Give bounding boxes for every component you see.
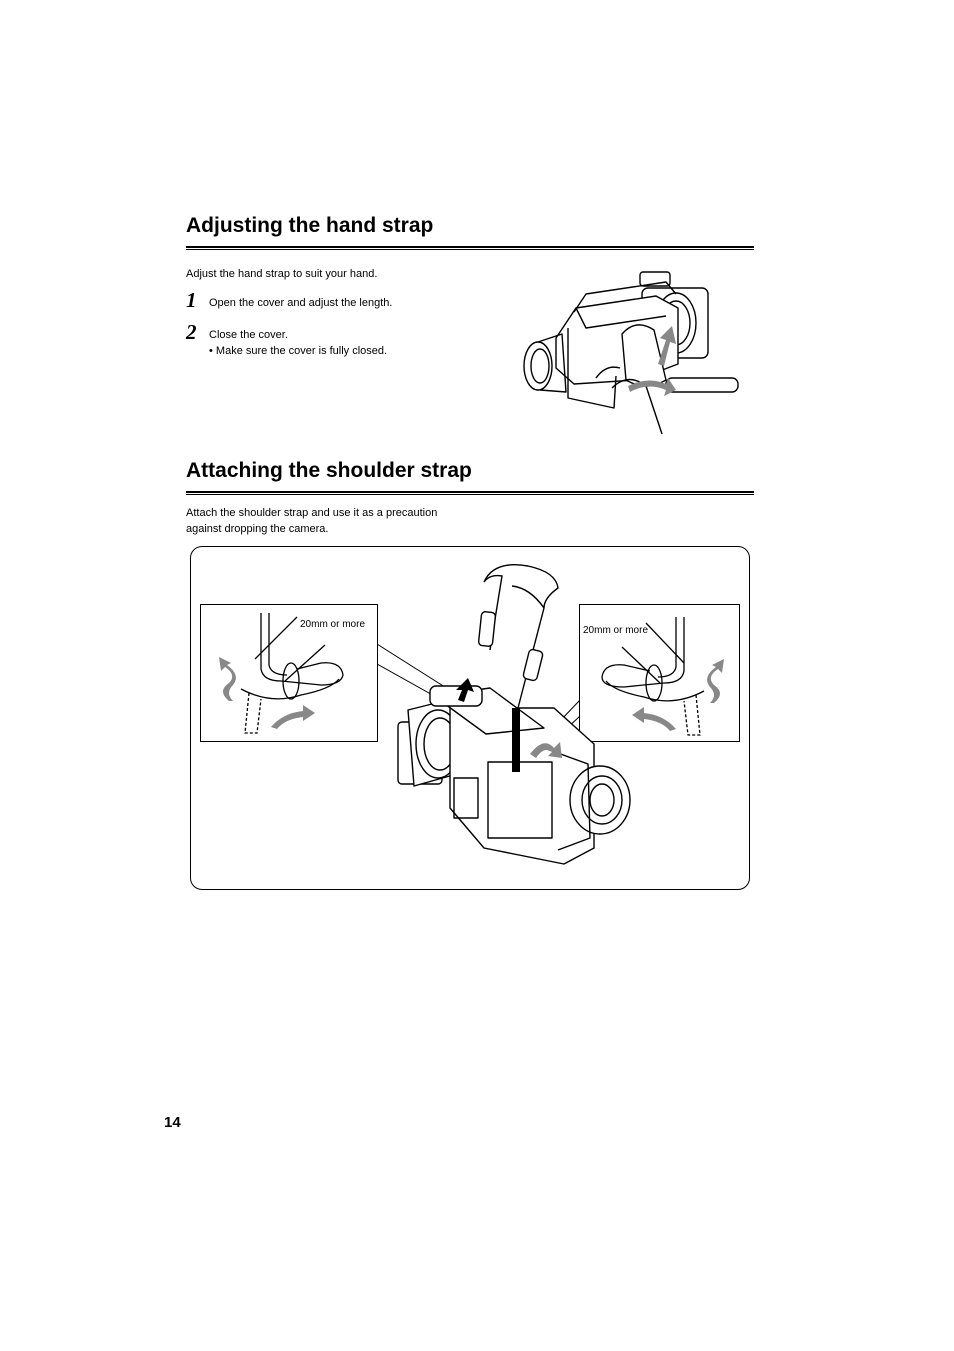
page-number: 14 <box>164 1114 181 1131</box>
hand-strap-illustration <box>523 271 739 435</box>
step-text: Open the cover and adjust the length. <box>209 297 393 309</box>
step-number: 2 <box>186 320 197 344</box>
measurement-label: 20mm or more <box>300 619 366 630</box>
section-title-hand-strap: Adjusting the hand strap <box>186 214 434 237</box>
title-rule <box>186 246 754 250</box>
right-detail-inset: 20mm or more <box>579 604 740 742</box>
shoulder-strap-intro-line1: Attach the shoulder strap and use it as … <box>186 507 438 519</box>
step-bullet: • Make sure the cover is fully closed. <box>209 345 388 357</box>
shoulder-strap-intro-line2: against dropping the camera. <box>186 523 329 535</box>
hand-strap-intro: Adjust the hand strap to suit your hand. <box>186 268 378 280</box>
camera-shoulder-strap-illustration <box>397 564 631 865</box>
strap-loop-illustration <box>601 617 724 736</box>
strap-loop-illustration <box>219 613 344 734</box>
step-text: Close the cover. <box>209 329 288 341</box>
left-detail-inset: 20mm or more <box>200 604 378 742</box>
title-rule <box>186 491 754 495</box>
step-number: 1 <box>186 288 197 312</box>
section-title-shoulder-strap: Attaching the shoulder strap <box>186 459 472 482</box>
measurement-label: 20mm or more <box>583 625 649 636</box>
illustration-panel <box>190 546 750 890</box>
